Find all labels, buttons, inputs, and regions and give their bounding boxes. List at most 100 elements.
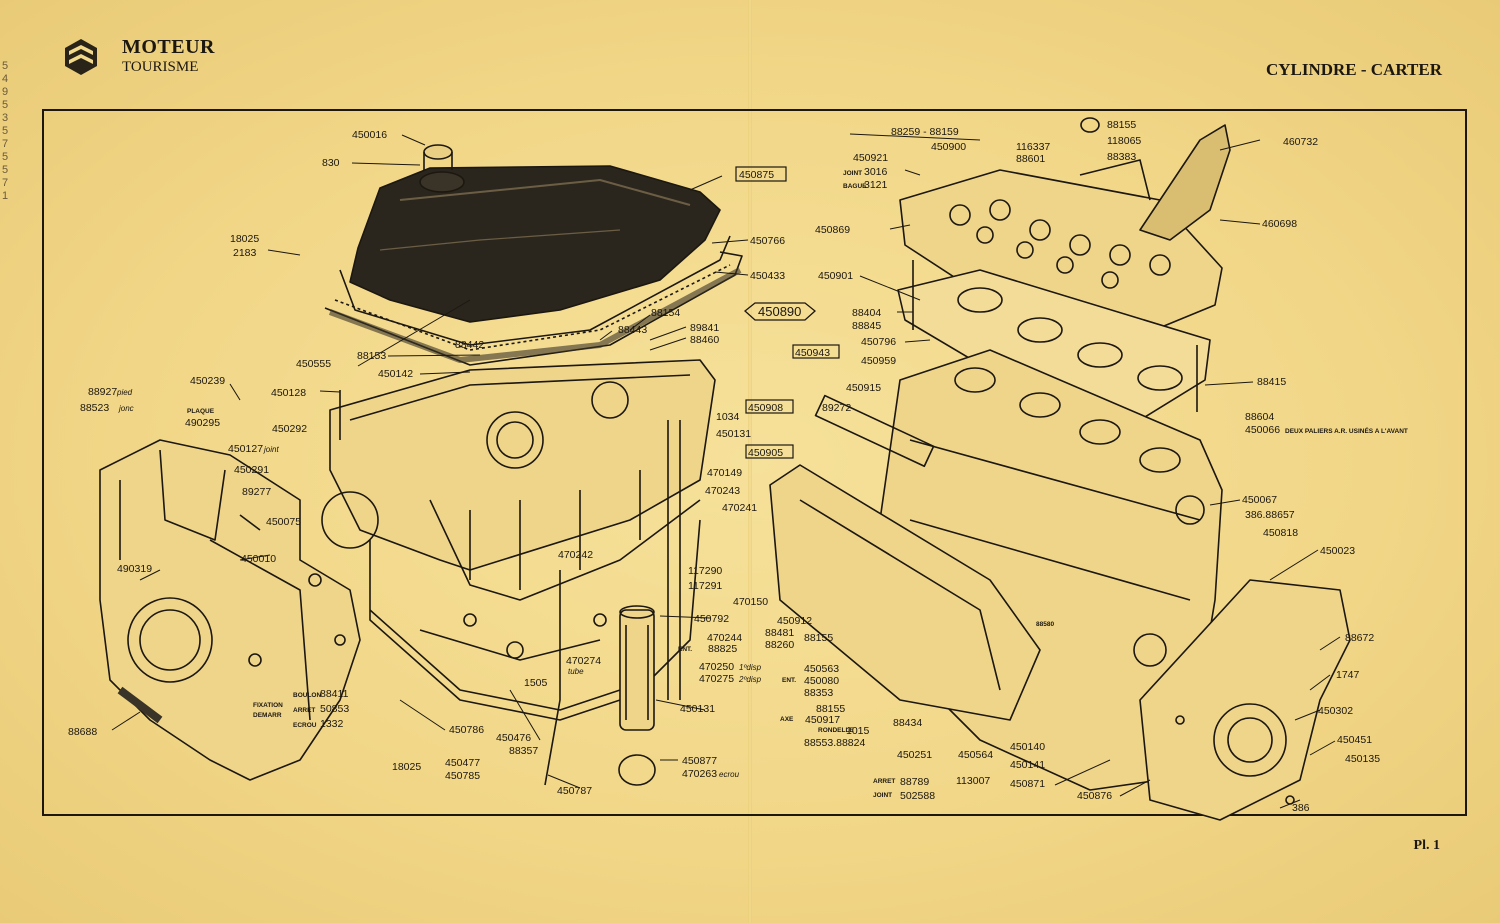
part-label: 88442	[455, 339, 484, 351]
part-label: 450917	[805, 714, 840, 726]
part-label: 470243	[705, 485, 740, 497]
timing-cover-shape	[1139, 579, 1351, 821]
head-gasket-shape	[897, 269, 1211, 421]
part-label: 470241	[722, 502, 757, 514]
part-label: 450766	[750, 235, 785, 247]
part-label-box	[745, 399, 794, 414]
part-label: 88601	[1016, 153, 1045, 165]
part-label: 88155	[804, 632, 833, 644]
part-label: 490295	[185, 417, 220, 429]
part-label: 450901	[818, 270, 853, 282]
part-label: 450451	[1337, 734, 1372, 746]
part-label: 450796	[861, 336, 896, 348]
part-label: 450871	[1010, 778, 1045, 790]
part-note: ecrou	[719, 770, 740, 779]
part-label: 450875	[739, 169, 774, 181]
part-label: 450135	[1345, 753, 1380, 765]
part-label-box	[735, 166, 787, 182]
bell-housing-shape	[99, 439, 361, 781]
part-label: 450128	[271, 387, 306, 399]
part-label: 3016	[864, 166, 888, 178]
part-note: AXE	[780, 716, 794, 723]
part-label: 450023	[1320, 545, 1355, 557]
part-label: 88481	[765, 627, 794, 639]
part-label: 88825	[708, 643, 737, 655]
part-label: 470149	[707, 467, 742, 479]
part-label-box	[745, 444, 794, 459]
part-note: RONDELLE	[818, 727, 854, 734]
part-label: 450869	[815, 224, 850, 236]
part-label: 470275	[699, 673, 734, 685]
part-label: 89841	[690, 322, 719, 334]
part-label: 450943	[795, 347, 830, 359]
part-note: ARRET	[873, 778, 895, 785]
part-label: 450890	[758, 304, 801, 319]
part-label: 88434	[893, 717, 922, 729]
citroen-chevron-logo	[65, 39, 97, 75]
part-label: 460732	[1283, 136, 1318, 148]
part-label: 1747	[1336, 669, 1360, 681]
part-label: 450563	[804, 663, 839, 675]
part-label: 18025	[230, 233, 259, 245]
part-label: 88845	[852, 320, 881, 332]
part-label: 470150	[733, 596, 768, 608]
part-label: 88154	[651, 307, 680, 319]
edge-mark: 9	[2, 86, 9, 98]
edge-marks: 5 4 9 5 3 5 7 5 5 7 1	[2, 60, 12, 203]
part-label: 88789	[900, 776, 929, 788]
part-label: 88155	[816, 703, 845, 715]
part-label: 1015	[846, 725, 870, 737]
part-label: 450921	[853, 152, 888, 164]
part-label: 450141	[1010, 759, 1045, 771]
bracket-shape	[117, 686, 163, 724]
part-label: 88580	[1036, 621, 1054, 628]
part-label: 386	[1292, 802, 1310, 814]
part-labels: 450016 830 450875 18025 2183 450766 4504…	[68, 119, 1408, 814]
part-note: ECROU	[293, 722, 317, 729]
part-note: PLAQUE	[187, 408, 215, 415]
engine-drawing	[99, 117, 1351, 821]
part-label: 450876	[1077, 790, 1112, 802]
part-label: 88404	[852, 307, 881, 319]
part-label: 450476	[496, 732, 531, 744]
part-note: pied	[116, 388, 133, 397]
part-label: 118065	[1107, 135, 1141, 147]
part-label: 88415	[1257, 376, 1286, 388]
part-label: 88443	[618, 324, 647, 336]
part-note: DEUX PALIERS A.R. USINÉS A L'AVANT	[1285, 426, 1408, 435]
part-label: 450555	[296, 358, 331, 370]
part-label: 450251	[897, 749, 932, 761]
part-label: 450140	[1010, 741, 1045, 753]
studs-shape	[239, 260, 1198, 531]
part-label: 88411	[320, 688, 349, 700]
diagram-frame	[42, 109, 1467, 816]
part-label: 470274	[566, 655, 601, 667]
part-label: 450433	[750, 270, 785, 282]
part-label: 450785	[445, 770, 480, 782]
part-note: joint	[263, 445, 279, 454]
part-note: 2ºdisp	[738, 675, 762, 684]
part-label: 450067	[1242, 494, 1277, 506]
part-note: DEMARR	[253, 712, 282, 719]
part-label: 3121	[864, 179, 888, 191]
edge-mark: 5	[2, 125, 9, 137]
part-note: ENT.	[782, 677, 796, 684]
page-title: MOTEUR	[122, 36, 215, 58]
edge-mark: 7	[2, 177, 9, 189]
edge-mark: 7	[2, 138, 9, 150]
part-note: 1ºdisp	[739, 663, 762, 672]
part-label: 450127	[228, 443, 263, 455]
part-label: 450142	[378, 368, 413, 380]
edge-mark: 4	[2, 73, 9, 85]
leader-lines	[111, 133, 1341, 809]
edge-mark: 5	[2, 164, 9, 176]
part-label: 117291	[688, 580, 722, 592]
rocker-cover-shape	[324, 144, 743, 366]
part-label: 450131	[680, 703, 715, 715]
edge-mark: 5	[2, 99, 9, 111]
part-label: 450900	[931, 141, 966, 153]
part-label: 89272	[822, 402, 851, 414]
part-label: 490319	[117, 563, 152, 575]
part-label: 450010	[241, 553, 276, 565]
part-label: 450291	[234, 464, 269, 476]
